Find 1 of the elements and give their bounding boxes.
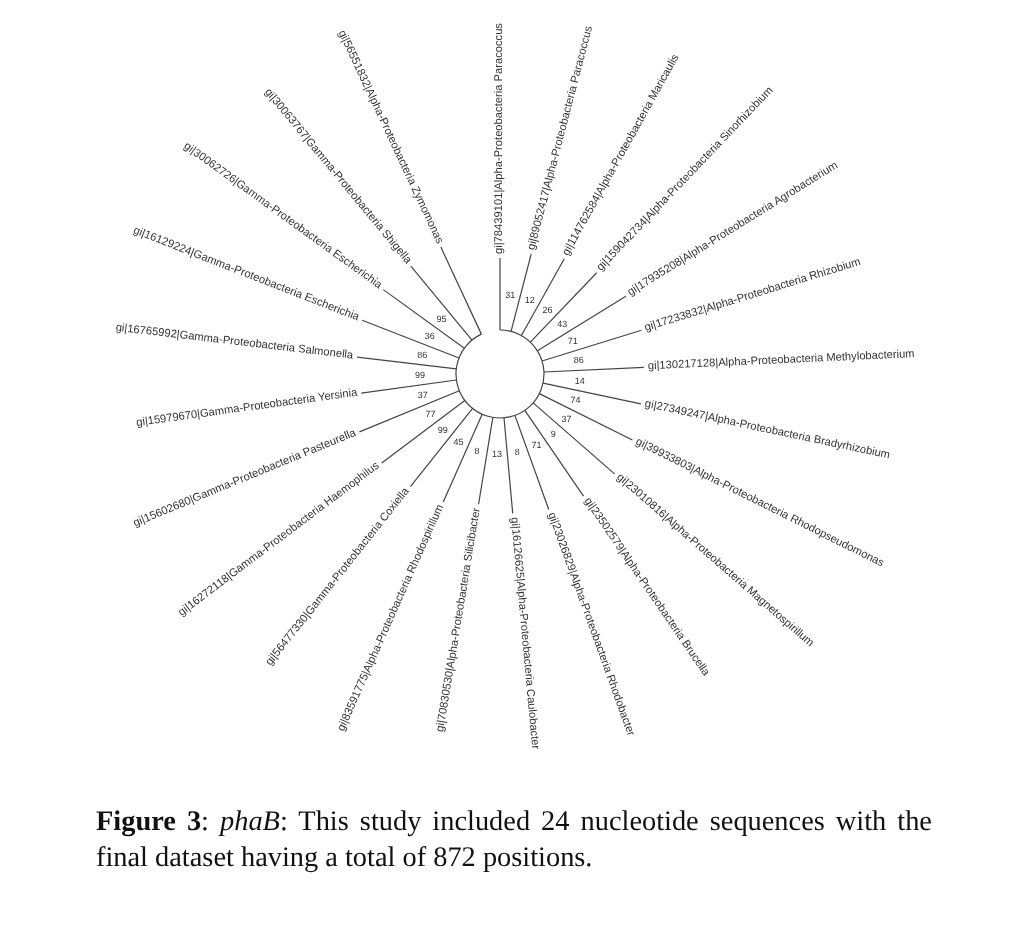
figure-caption: Figure 3: phaB: This study included 24 nucleotide sequences with the final dataset having a total of 872 positions. xyxy=(96,804,932,876)
